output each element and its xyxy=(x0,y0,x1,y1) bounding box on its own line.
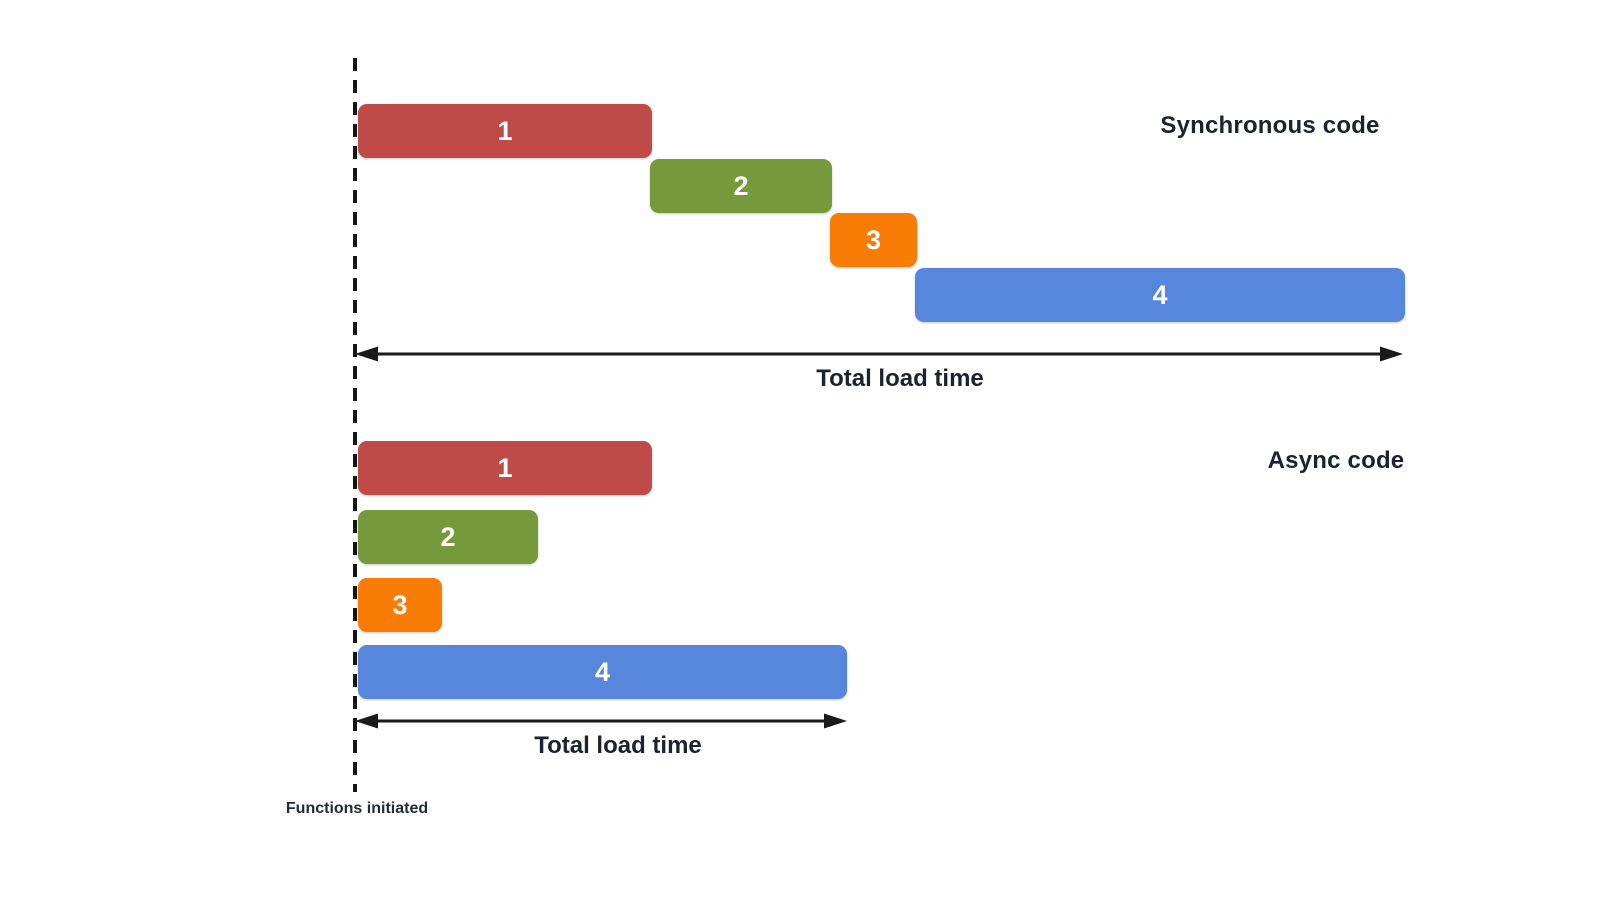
async-section-title: Async code xyxy=(1267,447,1405,474)
async-task-bar-4: 4 xyxy=(358,645,847,699)
async-arrow-head-left-icon xyxy=(355,713,378,729)
functions-initiated-line xyxy=(353,58,357,792)
async-arrow-head-right-icon xyxy=(824,713,847,729)
sync-task-bar-4: 4 xyxy=(915,268,1405,322)
async-task-bar-4-label: 4 xyxy=(594,656,611,687)
async-total-arrow xyxy=(355,713,847,729)
async-task-bar-1: 1 xyxy=(358,441,652,495)
async-task-bar-2-label: 2 xyxy=(440,521,456,552)
sync-total-load-time-label: Total load time xyxy=(816,365,984,392)
sync-task-bar-2: 2 xyxy=(650,159,832,213)
sync-task-bar-2-label: 2 xyxy=(733,170,749,201)
sync-total-arrow xyxy=(355,346,1403,362)
async-task-bar-3-label: 3 xyxy=(392,589,408,620)
sync-arrow-head-right-icon xyxy=(1380,346,1403,362)
sync-task-bar-3-label: 3 xyxy=(865,224,882,255)
sync-arrow-head-left-icon xyxy=(355,346,378,362)
async-total-load-time-label: Total load time xyxy=(534,732,702,759)
sync-section-title: Synchronous code xyxy=(1160,112,1380,139)
async-task-bar-3: 3 xyxy=(358,578,442,632)
async-task-bar-2: 2 xyxy=(358,510,538,564)
async-task-bar-1-label: 1 xyxy=(497,452,513,483)
sync-task-bar-4-label: 4 xyxy=(1152,279,1168,310)
sync-task-bar-1: 1 xyxy=(358,104,652,158)
sync-task-bar-1-label: 1 xyxy=(497,115,513,146)
sync-task-bar-3: 3 xyxy=(830,213,917,267)
functions-initiated-label: Functions initiated xyxy=(285,800,429,817)
